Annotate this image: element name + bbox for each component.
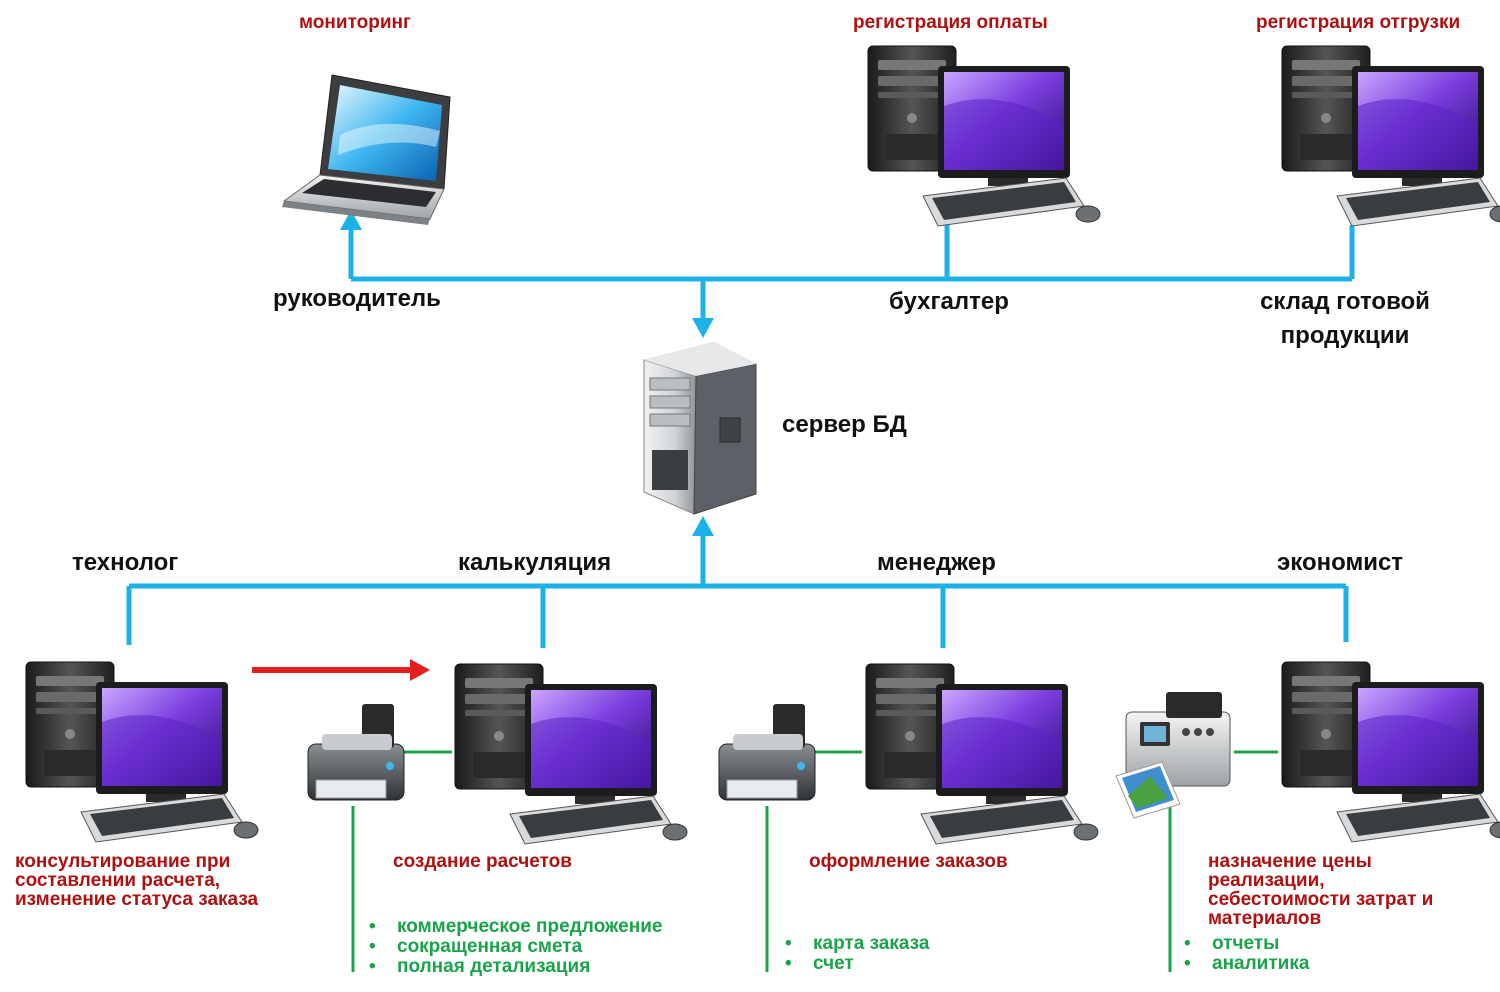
task-economist-line: реализации,	[1208, 870, 1325, 891]
output-item: аналитика	[1184, 954, 1309, 974]
role-calculation: калькуляция	[458, 549, 612, 576]
flow-arrow	[252, 659, 430, 681]
task-payment-registration: регистрация оплаты	[853, 12, 1048, 33]
task-technologist-line: составлении расчета,	[15, 870, 221, 891]
laptop-icon	[282, 74, 451, 225]
task-technologist-line: консультирование при	[15, 851, 231, 872]
task-shipment-registration: регистрация отгрузки	[1256, 12, 1461, 33]
role-head: руководитель	[273, 285, 441, 312]
output-item: карта заказа	[785, 934, 929, 954]
task-calculation: создание расчетов	[393, 851, 572, 872]
output-item: полная детализация	[369, 957, 662, 977]
network-lines	[126, 225, 1355, 648]
task-technologist: консультирование при составлении расчета…	[15, 852, 258, 909]
task-economist-line: себестоимости затрат и	[1208, 889, 1434, 910]
role-accountant: бухгалтер	[889, 288, 1009, 315]
role-warehouse: склад готовой продукции	[1256, 288, 1434, 350]
arrowhead-to-server-top	[692, 318, 714, 338]
network-arrowheads	[340, 210, 714, 536]
role-sales-manager: менеджер	[877, 549, 996, 576]
role-technologist: технолог	[72, 549, 179, 576]
output-item: отчеты	[1184, 934, 1309, 954]
desktop-computer-icon	[867, 45, 1101, 227]
server-label: сервер БД	[782, 411, 907, 438]
task-technologist-line: изменение статуса заказа	[15, 889, 259, 910]
peripheral-links	[351, 750, 1278, 972]
outputs-economist: отчеты аналитика	[1184, 934, 1309, 974]
output-item: сокращенная смета	[369, 937, 662, 957]
photo-printer-icon	[1115, 691, 1231, 819]
task-economist-line: материалов	[1208, 908, 1322, 929]
arrowhead-to-laptop	[340, 210, 362, 230]
arrowhead-to-server-bottom	[692, 516, 714, 536]
desktop-computer-icon	[1281, 661, 1500, 843]
desktop-computer-icon	[454, 663, 688, 845]
outputs-calculation: коммерческое предложение сокращенная сме…	[369, 917, 662, 977]
printer-icon	[718, 703, 816, 801]
role-warehouse-line2: продукции	[1280, 322, 1410, 349]
output-item: коммерческое предложение	[369, 917, 662, 937]
output-item: счет	[785, 954, 929, 974]
role-warehouse-line1: склад готовой	[1260, 288, 1430, 315]
tower-server-icon	[643, 342, 757, 515]
desktop-computer-icon	[865, 663, 1099, 845]
task-monitoring: мониторинг	[299, 12, 411, 33]
desktop-computer-icon	[25, 661, 259, 843]
desktop-computer-icon	[1281, 45, 1500, 227]
task-sales-manager: оформление заказов	[809, 851, 1008, 872]
role-economist: экономист	[1277, 549, 1404, 576]
task-economist-line: назначение цены	[1208, 851, 1372, 872]
printer-icon	[307, 703, 405, 801]
outputs-sales-manager: карта заказа счет	[785, 934, 929, 974]
task-economist: назначение цены реализации, себестоимост…	[1208, 852, 1433, 928]
